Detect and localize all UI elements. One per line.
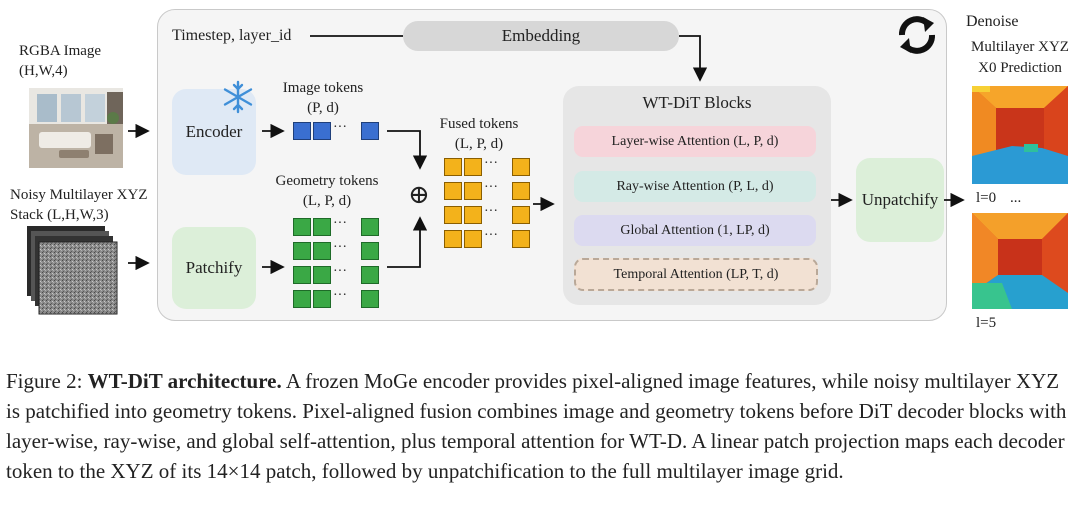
denoise-cycle-icon <box>892 10 942 60</box>
geometry-token <box>293 218 311 236</box>
encoder-block: Encoder <box>172 89 256 175</box>
fusion-plus-symbol: ⊕ <box>408 180 430 209</box>
output-title-line1: Multilayer XYZ <box>971 39 1069 55</box>
ray-wise-attention-block: Ray-wise Attention (P, L, d) <box>574 171 816 202</box>
figure-caption: Figure 2: WT-DiT architecture. A frozen … <box>6 366 1076 486</box>
noisy-xyz-shape: Stack (L,H,W,3) <box>10 207 109 223</box>
caption-bold-title: WT-DiT architecture. <box>87 369 282 393</box>
fused-token <box>512 182 530 200</box>
fused-token <box>464 230 482 248</box>
geometry-tokens-shape: (L, P, d) <box>302 193 352 209</box>
fused-tokens-shape: (L, P, d) <box>454 136 504 152</box>
image-tokens-title: Image tokens <box>282 80 364 96</box>
geometry-token <box>293 266 311 284</box>
geometry-token <box>293 242 311 260</box>
ellipsis: ··· <box>333 288 347 303</box>
denoise-label: Denoise <box>966 13 1019 30</box>
output-layer-5-label: l=5 <box>976 315 997 331</box>
geometry-token <box>293 290 311 308</box>
geometry-token <box>313 218 331 236</box>
temporal-attention-block: Temporal Attention (LP, T, d) <box>574 258 818 291</box>
image-token <box>361 122 379 140</box>
global-attention-block: Global Attention (1, LP, d) <box>574 215 816 246</box>
fused-token <box>444 230 462 248</box>
timestep-label: Timestep, layer_id <box>172 27 292 44</box>
image-token-row: ··· <box>293 120 383 140</box>
ellipsis: ··· <box>333 264 347 279</box>
ellipsis: ··· <box>484 180 498 195</box>
rgba-shape: (H,W,4) <box>19 63 68 79</box>
output-layer-5-image <box>972 213 1068 309</box>
ellipsis: ··· <box>333 120 347 135</box>
caption-figure-number: Figure 2: <box>6 369 83 393</box>
image-tokens-shape: (P, d) <box>307 100 339 116</box>
rgba-title: RGBA Image <box>19 43 102 59</box>
embedding-block: Embedding <box>403 21 679 51</box>
geometry-tokens-title: Geometry tokens <box>275 173 379 189</box>
ellipsis: ··· <box>484 156 498 171</box>
noisy-xyz-title: Noisy Multilayer XYZ <box>10 187 148 203</box>
frozen-snowflake-icon <box>221 80 255 119</box>
fused-token <box>444 158 462 176</box>
geometry-token <box>313 290 331 308</box>
patchify-block: Patchify <box>172 227 256 309</box>
connector-arrows <box>128 35 965 275</box>
fused-tokens-title: Fused tokens <box>439 116 519 132</box>
caption-body: A frozen MoGe encoder provides pixel-ali… <box>6 369 1067 483</box>
geometry-token <box>361 242 379 260</box>
geometry-token <box>361 290 379 308</box>
unpatchify-block: Unpatchify <box>856 158 944 242</box>
wt-dit-blocks-title: WT-DiT Blocks <box>642 93 752 112</box>
output-layer-0-image <box>972 86 1068 184</box>
ellipsis: ··· <box>333 240 347 255</box>
geometry-token <box>313 266 331 284</box>
ellipsis: ··· <box>484 228 498 243</box>
fused-token <box>464 182 482 200</box>
noisy-xyz-stack-image <box>22 224 132 324</box>
geometry-token <box>313 242 331 260</box>
fused-token <box>444 206 462 224</box>
fused-token <box>512 206 530 224</box>
output-layer-dots: ... <box>1010 190 1022 206</box>
image-token <box>313 122 331 140</box>
fused-token <box>444 182 462 200</box>
fused-token <box>464 158 482 176</box>
fused-token <box>512 230 530 248</box>
fused-token <box>512 158 530 176</box>
ellipsis: ··· <box>333 216 347 231</box>
ellipsis: ··· <box>484 204 498 219</box>
geometry-token <box>361 266 379 284</box>
geometry-token <box>361 218 379 236</box>
output-title-line2: X0 Prediction <box>978 60 1062 76</box>
layer-wise-attention-block: Layer-wise Attention (L, P, d) <box>574 126 816 157</box>
fused-token-grid: ··· ··· ··· ··· <box>444 156 534 250</box>
geometry-token-grid: ··· ··· ··· ··· <box>293 216 383 310</box>
rgba-image-thumbnail <box>29 88 123 168</box>
fused-token <box>464 206 482 224</box>
image-token <box>293 122 311 140</box>
output-layer-0-label: l=0 <box>976 190 997 206</box>
